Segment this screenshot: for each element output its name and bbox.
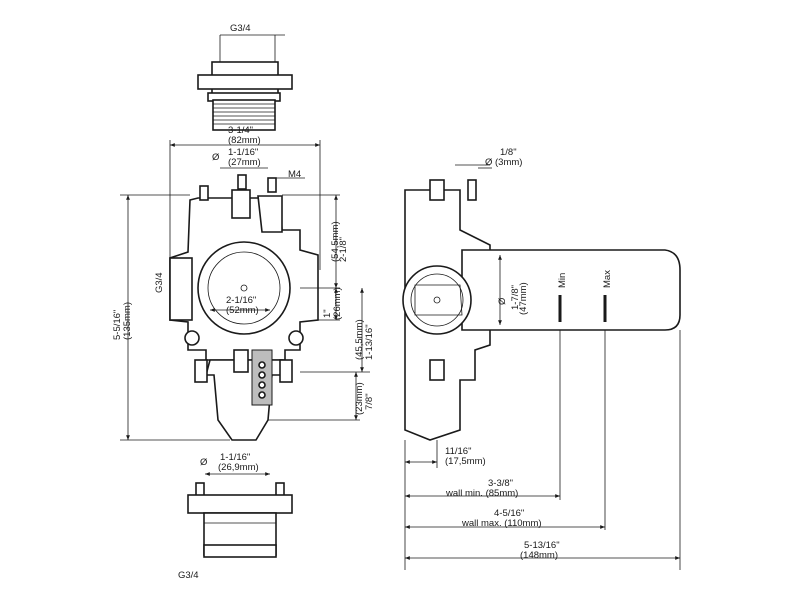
- depth1-mm-label: (17,5mm): [445, 456, 486, 467]
- total-inch-label: 5-13/16": [524, 540, 560, 551]
- top-fitting-thread-label: G3/4: [230, 23, 251, 34]
- bottom-thread-label: G3/4: [178, 570, 199, 581]
- cartridge-diam-symbol: Ø: [497, 297, 508, 305]
- upper-inch-label: 2-1/8": [338, 237, 349, 262]
- side-view: 1/8" Ø (3mm) Ø 1-7/8" (47mm) Min Max 11/…: [402, 147, 681, 570]
- mid-inch-label: 1-13/16": [364, 324, 375, 360]
- port-mm-label: (27mm): [228, 157, 261, 168]
- front-view: 3-1/4" (82mm) Ø 1-1/16" (27mm) M4 G3/4 2…: [112, 125, 375, 441]
- height-mm-label: (135mm): [122, 302, 133, 340]
- bottom-port-diam-symbol: Ø: [200, 457, 208, 468]
- bottom-port-mm-label: (26,9mm): [218, 462, 259, 473]
- screw-label: M4: [288, 169, 301, 180]
- bottom-fitting: Ø 1-1/16" (26,9mm) G3/4: [178, 452, 293, 581]
- port-diam-symbol: Ø: [212, 152, 220, 163]
- low-inch-label: 7/8": [364, 393, 375, 410]
- pin-mm-label: (3mm): [495, 157, 522, 168]
- center-mm-label: (52mm): [226, 305, 259, 316]
- depth1-inch-label: 11/16": [445, 446, 471, 457]
- low-mm-label: (23mm): [354, 382, 365, 415]
- wallmin-mm-label: wall min. (85mm): [445, 488, 518, 499]
- pin-inch-label: 1/8": [500, 147, 517, 158]
- wallmin-inch-label: 3-3/8": [488, 478, 513, 489]
- cartridge-mm-label: (47mm): [518, 282, 529, 315]
- bottom-port-inch-label: 1-1/16": [220, 452, 250, 463]
- width-inch-label: 3-1/4": [228, 125, 253, 136]
- cartridge-inch-label: 1-7/8": [510, 285, 521, 310]
- height-inch-label: 5-5/16": [112, 310, 123, 340]
- min-label: Min: [557, 273, 568, 288]
- small-inch-label: 1": [322, 309, 333, 318]
- small-mm-label: (26mm): [332, 287, 343, 320]
- max-label: Max: [602, 270, 613, 288]
- port-inch-label: 1-1/16": [228, 147, 258, 158]
- pin-diam-symbol: Ø: [485, 157, 493, 168]
- left-port-label: G3/4: [154, 272, 165, 293]
- upper-mm-label: (54,5mm): [330, 221, 341, 262]
- width-mm-label: (82mm): [228, 135, 261, 146]
- top-fitting: G3/4: [197, 23, 293, 131]
- wallmax-mm-label: wall max. (110mm): [461, 518, 542, 529]
- wallmax-inch-label: 4-5/16": [494, 508, 524, 519]
- total-mm-label: (148mm): [520, 550, 558, 561]
- center-inch-label: 2-1/16": [226, 295, 256, 306]
- mid-mm-label: (45,5mm): [354, 319, 365, 360]
